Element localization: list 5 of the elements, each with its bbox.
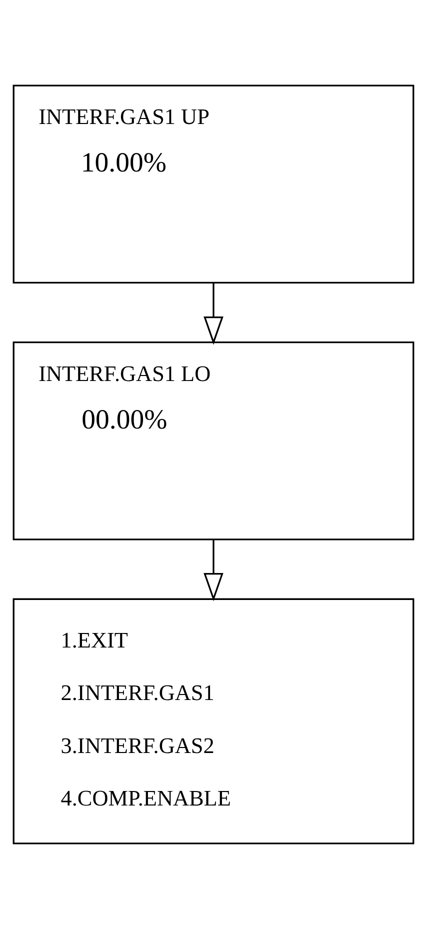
node-box: INTERF.GAS1 UP 10.00% (12, 84, 414, 283)
node-box: 1.EXIT 2.INTERF.GAS1 3.INTERF.GAS2 4.COMP.ENABLE (12, 598, 414, 844)
node-box: INTERF.GAS1 LO 00.00% (12, 341, 414, 540)
arrow (204, 539, 224, 601)
arrow (204, 282, 224, 344)
